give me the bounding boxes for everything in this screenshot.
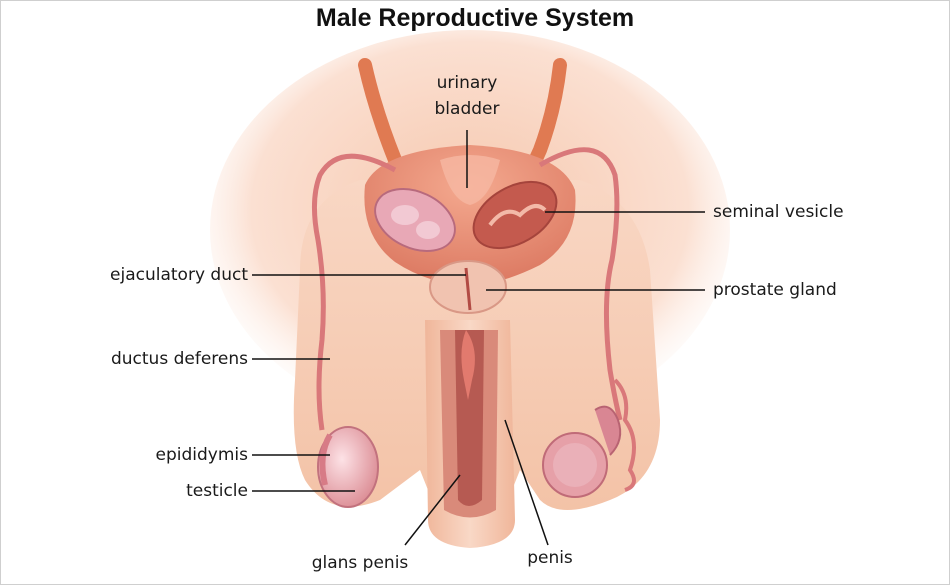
- lv-lobe-1: [391, 205, 419, 225]
- label-penis: penis: [515, 548, 585, 568]
- label-bladder: bladder: [417, 99, 517, 119]
- label-testicle: testicle: [60, 481, 248, 501]
- label-epididymis: epididymis: [60, 445, 248, 465]
- label-ductus-deferens: ductus deferens: [60, 349, 248, 369]
- label-glans-penis: glans penis: [300, 553, 420, 573]
- label-ejaculatory-duct: ejaculatory duct: [60, 265, 248, 285]
- right-testicle-inner: [553, 443, 597, 487]
- label-urinary: urinary: [417, 73, 517, 93]
- lv-lobe-2: [416, 221, 440, 239]
- label-prostate-gland: prostate gland: [713, 280, 837, 300]
- label-seminal-vesicle: seminal vesicle: [713, 202, 844, 222]
